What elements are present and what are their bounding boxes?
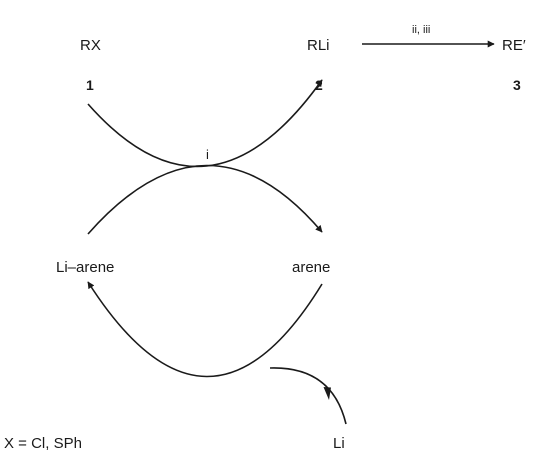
re-label: RE′ [502, 37, 526, 54]
step-ii-iii-label: ii, iii [412, 24, 430, 36]
rx-number: 1 [86, 77, 94, 93]
arene-label: arene [292, 259, 330, 276]
li-arene-to-arene-arc [87, 164, 323, 235]
li-entry-arrowhead [323, 387, 331, 400]
step-i-label: i [206, 147, 209, 162]
rli-label: RLi [307, 37, 330, 54]
li-label: Li [333, 435, 345, 452]
li-entry-curve [269, 367, 347, 425]
footnote: X = Cl, SPh [4, 435, 82, 452]
rx-to-rli-arc [87, 79, 323, 168]
li-arene-label: Li–arene [56, 259, 114, 276]
arene-to-li-arene-arc [87, 281, 323, 378]
rx-label: RX [80, 37, 101, 54]
re-number: 3 [513, 77, 521, 93]
